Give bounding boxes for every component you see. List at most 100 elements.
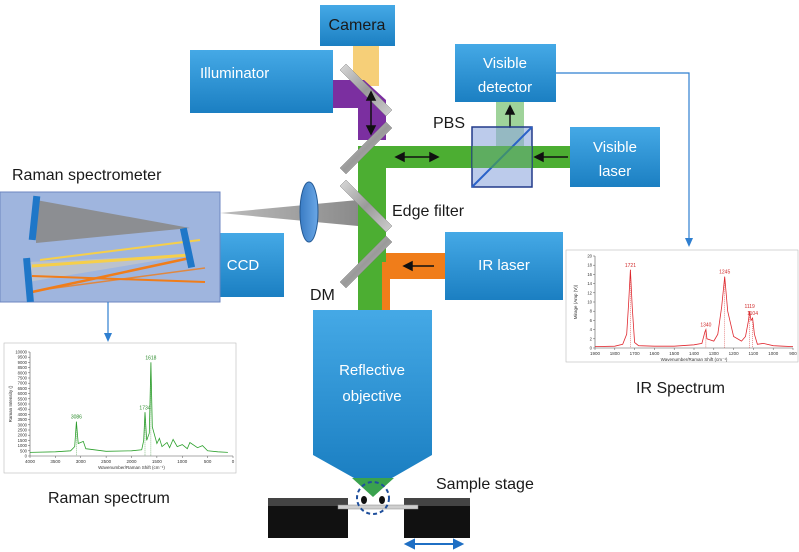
sample-stage <box>268 481 470 538</box>
y-tick-label: 500 <box>20 448 28 453</box>
reflective-objective <box>313 310 432 478</box>
illuminator-label: Illuminator <box>200 65 269 82</box>
y-tick-label: 7000 <box>18 381 28 386</box>
illuminator-arrow <box>365 90 377 136</box>
x-tick-label: 1000 <box>177 459 188 464</box>
x-tick-label: 1300 <box>709 351 720 356</box>
y-tick-label: 10 <box>587 300 592 305</box>
y-tick-label: 5500 <box>18 396 28 401</box>
pbs-cube <box>471 126 533 188</box>
y-tick-label: 2 <box>590 336 593 341</box>
peak-label: 1721 <box>625 263 636 269</box>
x-tick-label: 500 <box>204 459 212 464</box>
peak-label: 1618 <box>145 355 156 361</box>
ir-spectrum-connector <box>556 72 693 247</box>
y-tick-label: 20 <box>587 254 592 259</box>
y-tick-label: 6500 <box>18 386 28 391</box>
y-tick-label: 9000 <box>18 360 28 365</box>
x-tick-label: 1100 <box>749 351 759 356</box>
y-tick-label: 14 <box>587 281 592 286</box>
detector-arrow <box>504 104 516 128</box>
x-tick-label: 1500 <box>669 351 680 356</box>
y-tick-label: 9500 <box>18 355 28 360</box>
collection-lens <box>299 181 319 243</box>
peak-label: 1734 <box>139 405 150 411</box>
visible-laser-label-line1: Visible <box>593 139 637 156</box>
x-tick-label: 1800 <box>610 351 621 356</box>
y-tick-label: 2000 <box>18 433 28 438</box>
stage-motion-arrow <box>403 538 465 550</box>
x-tick-label: 4000 <box>25 459 36 464</box>
ir-laser-arrow <box>402 260 434 272</box>
peak-label: 1340 <box>700 323 711 329</box>
y-tick-label: 0 <box>590 346 593 351</box>
visible-detector-label-line2: detector <box>478 79 532 96</box>
y-axis-label: Mirage (Amp (V)) <box>573 284 578 319</box>
ir-laser-box <box>445 232 563 300</box>
objective-label-line2: objective <box>342 388 401 405</box>
visible-detector-label-line1: Visible <box>483 55 527 72</box>
camera-box <box>320 5 395 46</box>
y-tick-label: 4500 <box>18 407 28 412</box>
x-tick-label: 2500 <box>101 459 112 464</box>
x-tick-label: 1900 <box>590 351 601 356</box>
objective-label-line1: Reflective <box>339 362 405 379</box>
y-tick-label: 3000 <box>18 422 28 427</box>
x-tick-label: 3500 <box>50 459 61 464</box>
visible-laser-label-line2: laser <box>599 163 632 180</box>
pbs-label: PBS <box>433 115 465 132</box>
y-tick-label: 8000 <box>18 370 28 375</box>
y-tick-label: 4000 <box>18 412 28 417</box>
dm-label: DM <box>310 287 335 304</box>
raman-spectrometer <box>0 191 221 303</box>
y-axis-label: Raman Intensity () <box>8 385 13 422</box>
peak-label: 3086 <box>71 415 82 421</box>
x-tick-label: 1400 <box>689 351 700 356</box>
y-tick-label: 1500 <box>18 438 28 443</box>
sample-stage-label: Sample stage <box>436 476 534 493</box>
sample-focus-circle <box>356 481 390 515</box>
y-tick-label: 2500 <box>18 428 28 433</box>
y-tick-label: 4 <box>590 327 593 332</box>
x-axis-label: Wavenumber/Raman Shift (cm⁻¹) <box>661 357 728 362</box>
y-tick-label: 5000 <box>18 402 28 407</box>
y-tick-label: 18 <box>587 263 592 268</box>
green-beam-arrow <box>394 151 440 163</box>
x-tick-label: 0 <box>232 459 235 464</box>
raman-spectrum-label: Raman spectrum <box>48 490 170 507</box>
dichroic-mirror <box>339 235 393 289</box>
series-line <box>594 269 794 347</box>
ccd-label: CCD <box>227 257 260 274</box>
ccd-box <box>218 233 284 297</box>
pbs-side-mirror <box>339 121 393 175</box>
x-tick-label: 3000 <box>76 459 87 464</box>
peak-label: 1119 <box>744 304 755 310</box>
y-tick-label: 10000 <box>15 350 27 355</box>
y-tick-label: 8 <box>590 309 593 314</box>
camera-label: Camera <box>329 17 386 34</box>
edge-filter-label: Edge filter <box>392 203 465 220</box>
y-tick-label: 8500 <box>18 365 28 370</box>
y-tick-label: 0 <box>25 454 28 459</box>
ir-spectrum-label: IR Spectrum <box>636 380 725 397</box>
combined-beam-orange <box>382 262 390 313</box>
x-tick-label: 1000 <box>768 351 779 356</box>
peak-label: 1104 <box>747 311 758 317</box>
visible-laser-arrow <box>533 151 568 163</box>
x-axis-label: Wavenumber/Raman Shift (cm⁻¹) <box>98 465 165 470</box>
x-tick-label: 900 <box>789 351 797 356</box>
illuminator-box <box>190 50 333 113</box>
x-tick-label: 1700 <box>630 351 641 356</box>
y-tick-label: 3500 <box>18 417 28 422</box>
x-tick-label: 1600 <box>649 351 660 356</box>
objective-output-beam <box>352 478 394 497</box>
visible-laser-box <box>570 127 660 187</box>
y-tick-label: 16 <box>587 272 592 277</box>
visible-detector-box <box>455 44 556 102</box>
x-tick-label: 1500 <box>152 459 163 464</box>
y-tick-label: 1000 <box>18 443 28 448</box>
series-line <box>29 362 228 453</box>
y-tick-label: 6 <box>590 318 593 323</box>
